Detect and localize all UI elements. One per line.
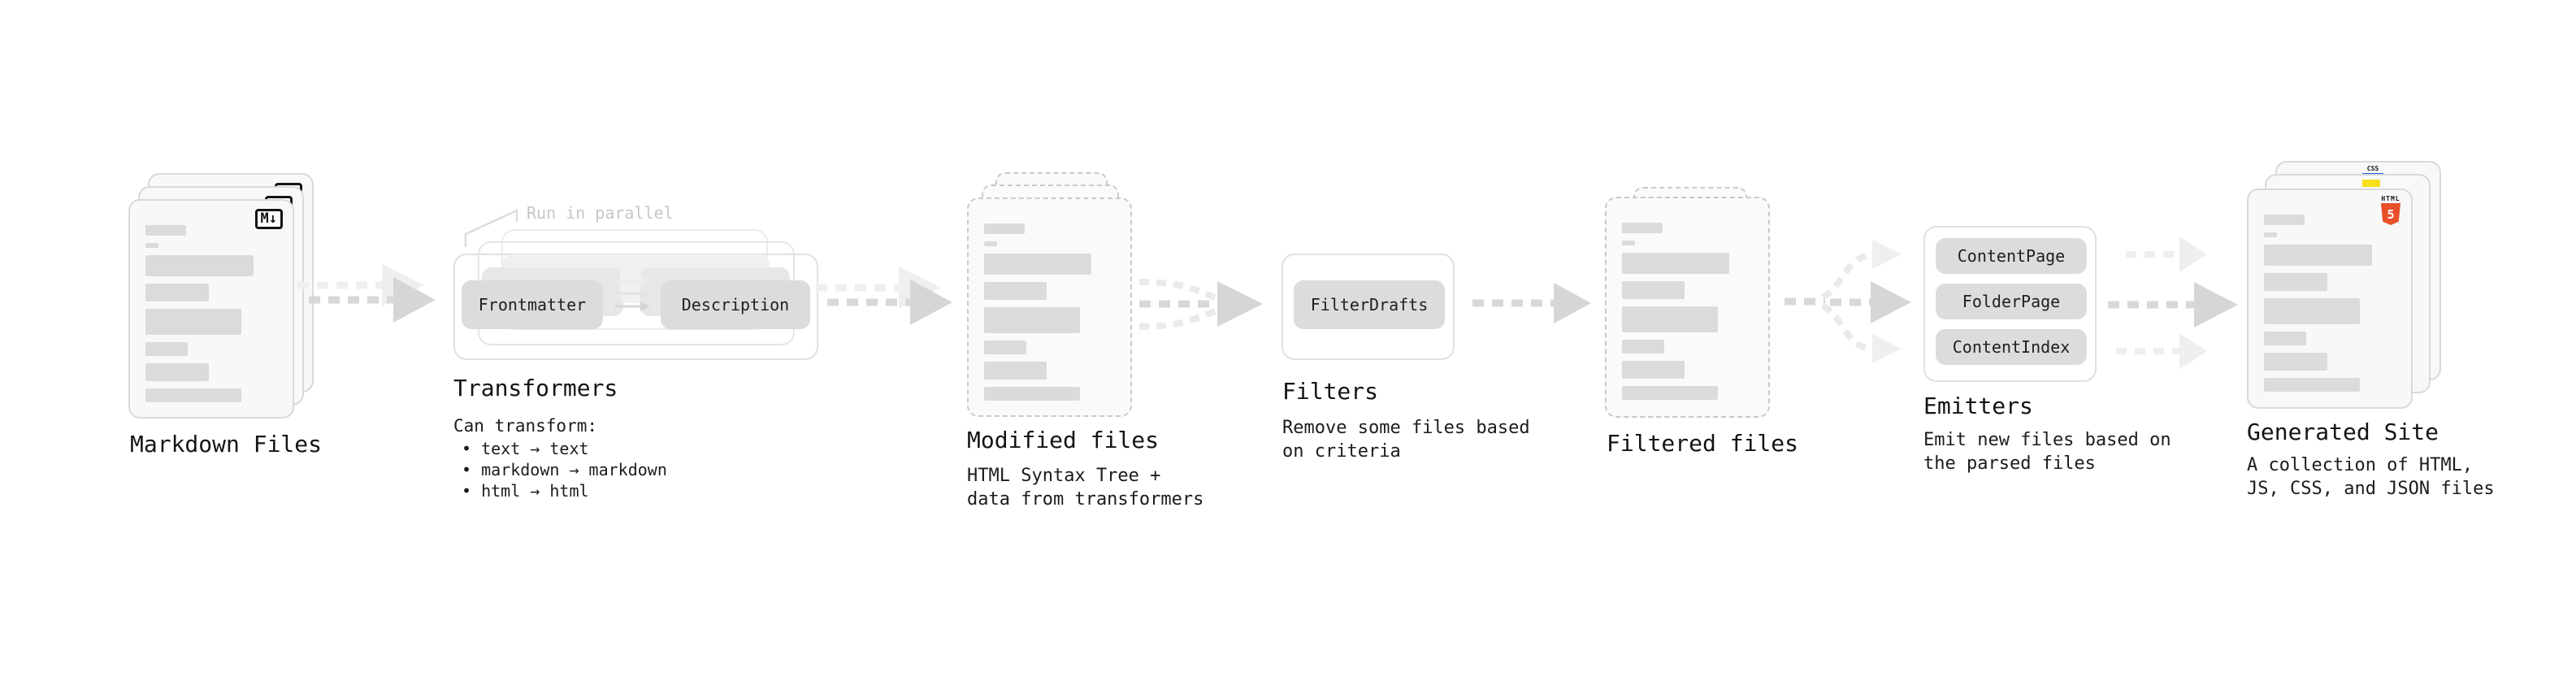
markdown-icon: M↓	[254, 209, 283, 229]
folderpage-pill: FolderPage	[1936, 284, 2087, 319]
markdown-files-title: Markdown Files	[130, 431, 323, 458]
emitters-title: Emitters	[1923, 393, 2033, 419]
filtered-files-title: Filtered files	[1607, 430, 1799, 457]
arrow-transformers-to-modified-icon	[816, 267, 952, 325]
contentindex-pill: ContentIndex	[1936, 329, 2087, 365]
document-skeleton-lines	[145, 225, 277, 402]
description-pill: Description	[661, 280, 810, 329]
modified-files-caption: HTML Syntax Tree + data from transformer…	[967, 466, 1204, 510]
arrow-emitters-to-generated-icon	[2108, 236, 2238, 369]
filters-frame	[1281, 254, 1455, 360]
javascript-icon	[2362, 180, 2380, 187]
emitters-caption: Emit new files based on the parsed files	[1923, 430, 2171, 474]
transform-bullet-html: • html → html	[462, 481, 589, 501]
document-skeleton-lines	[2264, 215, 2396, 392]
filterdrafts-pill: FilterDrafts	[1294, 280, 1445, 329]
arrow-modified-to-filters-icon	[1138, 279, 1263, 330]
html5-icon: HTML 5	[2380, 195, 2401, 225]
filters-caption: Remove some files based on criteria	[1282, 418, 1530, 462]
filtered-file-card	[1605, 197, 1770, 418]
generated-site-caption: A collection of HTML, JS, CSS, and JSON …	[2247, 455, 2495, 499]
transformers-title: Transformers	[453, 375, 618, 401]
frontmatter-pill: Frontmatter	[462, 280, 603, 329]
run-in-parallel-annotation: Run in parallel	[527, 203, 674, 223]
emitters-frame	[1923, 226, 2097, 382]
arrow-filtered-to-emitters-icon	[1785, 240, 1911, 363]
transform-bullet-text: • text → text	[462, 439, 589, 458]
transformers-caption: Can transform:	[453, 416, 598, 436]
generated-site-title: Generated Site	[2247, 419, 2439, 445]
filters-title: Filters	[1282, 378, 1379, 405]
document-skeleton-lines	[1622, 223, 1753, 400]
modified-file-card	[967, 197, 1132, 417]
document-skeleton-lines	[984, 223, 1115, 401]
arrow-filters-to-filtered-icon	[1472, 283, 1591, 323]
transform-bullet-markdown: • markdown → markdown	[462, 460, 667, 479]
arrow-markdown-to-transformers-icon	[297, 264, 436, 323]
generated-site-card-front: HTML 5	[2247, 189, 2413, 409]
contentpage-pill: ContentPage	[1936, 238, 2087, 274]
markdown-file-card-front: M↓	[128, 199, 294, 419]
modified-files-title: Modified files	[967, 427, 1160, 453]
